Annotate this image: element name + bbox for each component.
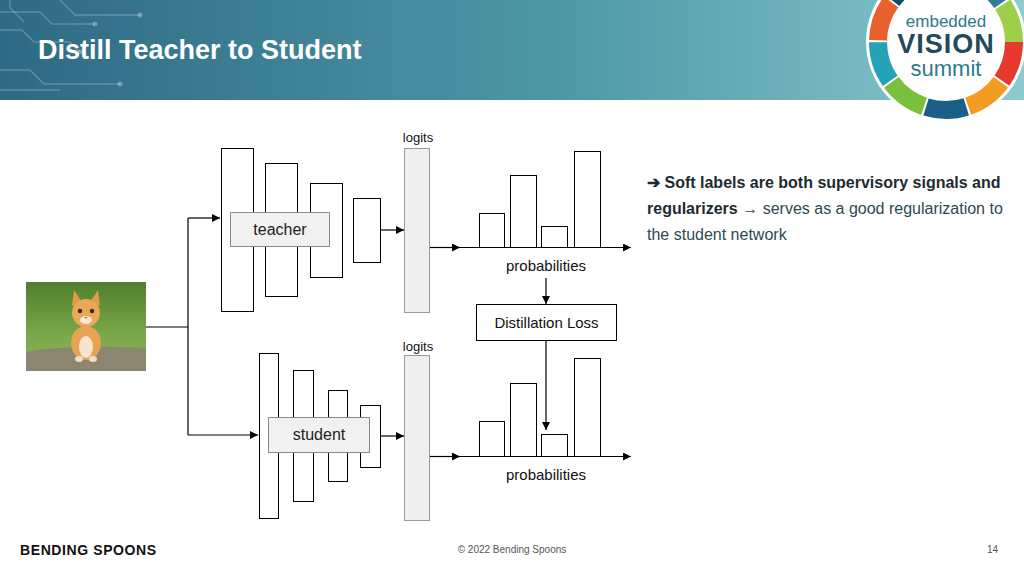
logo-ring [878,0,1014,110]
logits-layer: logits [404,148,430,313]
logo-segment [878,0,1014,110]
circuit-dot [118,82,123,87]
student-layers [260,354,381,519]
circuit-trace [10,0,24,22]
flow-arrow [545,278,546,304]
arrow-symbol: → [742,200,758,217]
network-block: student [259,353,380,518]
summit-logo [866,0,1024,122]
circuit-trace [0,89,60,91]
brand-name: BENDING SPOONS [20,541,157,559]
logo-segment [878,0,1014,110]
chart-label: probabilities [460,466,632,484]
loss-label: Distillation Loss [494,314,598,331]
probability-bar [542,227,568,248]
probability-bar [511,384,537,457]
logits-layer: logits [404,355,430,521]
photo-background [26,282,146,371]
split-wire [187,218,188,435]
logo-text: VISION [886,30,1006,58]
bullet-arrow: ➔ [647,174,660,191]
logo-text: summit [886,57,1006,81]
probability-bar [542,435,568,457]
network-label: student [268,417,370,453]
teacher-input-arrow [188,217,220,218]
logo-segment [878,0,1014,110]
student-bars [480,359,601,457]
callout-text: ➔Soft labels are both supervisory signal… [647,170,1019,248]
logo-segment [878,0,1014,110]
page-number: 14 [960,543,998,557]
cat-head [72,299,100,327]
logits-label: logits [385,339,451,355]
probability-chart: probabilities [460,148,632,278]
circuit-trace [0,12,95,24]
copyright-note: © 2022 Bending Spoons [412,543,612,557]
logo-segment [878,0,1014,110]
circuit-trace [60,0,140,15]
logo-segment [878,0,1014,110]
flow-arrow [430,247,460,248]
cat-chest [79,336,93,358]
cat-muzzle [80,316,92,324]
circuit-dot [138,13,143,18]
probability-bar [480,422,505,457]
chart-label: probabilities [460,257,632,275]
cat-nose [85,317,88,319]
probability-bar [575,359,601,457]
logo-segment [878,0,1014,110]
cat-eye [90,309,94,313]
layer-block [354,199,381,263]
student-input-arrow [188,434,258,435]
probability-chart: probabilities [460,430,632,488]
input-wire [146,326,188,327]
logo-segment [878,0,1014,110]
network-block: teacher [221,148,381,312]
probability-bar [511,176,537,248]
loss-box: Distillation Loss [476,304,617,341]
cat-photo [26,282,146,371]
teacher-bars [480,152,601,248]
logo-segment [878,0,1014,110]
probability-bar [575,152,601,248]
probability-bar [480,214,505,248]
cat-eye [78,309,82,313]
cat-paw [89,356,97,362]
teacher-layers [222,149,381,312]
network-label: teacher [230,212,330,247]
chart-axis [460,247,631,248]
cat-paw [75,356,83,362]
flow-arrow [430,456,460,457]
logo-disc [866,0,1024,122]
logits-label: logits [385,130,451,146]
flow-arrow [380,435,404,436]
flow-arrow [545,341,546,430]
circuit-dot [93,22,98,27]
logo-text: embedded [886,12,1006,32]
circuit-trace [0,70,120,84]
chart-axis [460,456,631,457]
flow-arrow [381,229,404,230]
slide-title: Distill Teacher to Student [38,33,362,67]
cat-body [71,326,101,360]
logo-segment [878,0,1014,110]
